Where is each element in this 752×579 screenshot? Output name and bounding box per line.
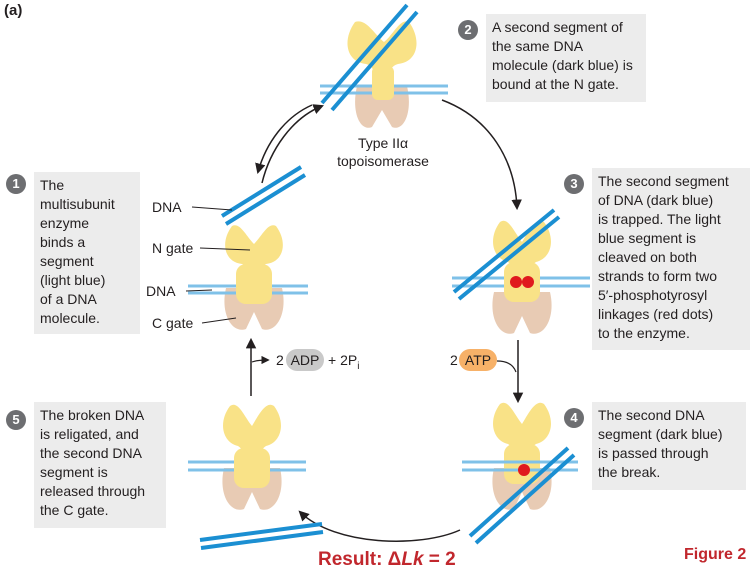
step-1-description: The multisubunit enzyme binds a segment … — [34, 172, 140, 334]
n-gate-label-leader — [199, 247, 251, 251]
step-1-line: segment — [40, 253, 94, 269]
adp-pill: ADP — [286, 349, 324, 371]
dark-blue-dna — [224, 173, 307, 226]
step-3-line: strands to form two — [598, 268, 718, 284]
dna2-label-leader — [185, 289, 213, 292]
step-3-line: The second segment — [598, 173, 729, 189]
enzyme-name-line-1: Type IIα — [357, 135, 409, 151]
enzyme-name-line-2: topoisomerase — [337, 153, 429, 169]
n-gate-label: N gate — [152, 240, 194, 256]
step-1-line: binds a — [40, 234, 86, 250]
phosphotyrosyl-linkage-dot — [522, 276, 534, 288]
step-2-description: A second segment of the same DNA molecul… — [486, 14, 646, 102]
dark-blue-dna — [474, 453, 576, 545]
phosphate-text: + 2P — [328, 352, 358, 368]
step-number-1: 1 — [6, 174, 26, 194]
result-value: = 2 — [423, 549, 456, 570]
adp-branch-arrow — [251, 355, 270, 365]
enzyme-core-subunit — [372, 66, 394, 100]
dna-label-leader — [191, 206, 233, 211]
step-5-line: segment is — [40, 464, 108, 480]
adp-count: 2 — [276, 352, 284, 368]
enzyme-core-subunit — [234, 448, 270, 488]
c-gate-label: C gate — [152, 315, 194, 331]
step-3-line: to the enzyme. — [598, 325, 690, 341]
dark-blue-dna — [330, 10, 419, 112]
enzyme-core-subunit — [504, 444, 540, 484]
arrow-step2-to-step1 — [255, 104, 313, 175]
step-5-line: released through — [40, 483, 146, 499]
phosphotyrosyl-linkage-dot — [510, 276, 522, 288]
step-1-line: enzyme — [40, 215, 90, 231]
step-3-line: linkages (red dots) — [598, 306, 714, 322]
result-lk: Lk — [401, 549, 424, 570]
step-5-description: The broken DNA is religated, and the sec… — [34, 402, 166, 528]
dna-label: DNA — [152, 199, 182, 215]
n-gate-subunit — [223, 404, 281, 466]
step-number-2: 2 — [458, 20, 478, 40]
enzyme-step3 — [452, 208, 590, 334]
step-number-5: 5 — [6, 410, 26, 430]
atp-pill: ATP — [459, 349, 497, 371]
c-gate-subunit — [355, 86, 409, 128]
enzyme-step2 — [320, 3, 448, 128]
dark-blue-dna — [220, 165, 303, 218]
step-5-line: The broken DNA — [40, 407, 145, 423]
panel-label: (a) — [4, 2, 23, 19]
step-4-line: segment (dark blue) — [598, 426, 723, 442]
dna-label-2: DNA — [146, 283, 176, 299]
arrow-step4-to-step5 — [298, 510, 461, 542]
step-2-line: A second segment of — [492, 19, 623, 35]
step-1-line: molecule. — [40, 310, 100, 326]
step-2-line: the same DNA — [492, 38, 584, 54]
phosphate-subscript: i — [357, 360, 360, 372]
step-3-line: blue segment is — [598, 230, 697, 246]
step-1-line: (light blue) — [40, 272, 106, 288]
step-number-3: 3 — [564, 174, 584, 194]
step-1-line: The — [40, 177, 65, 193]
c-gate-label-leader — [201, 317, 237, 324]
figure-label: Figure 2 — [684, 546, 747, 563]
dark-blue-dna — [320, 3, 409, 105]
step-4-line: is passed through — [598, 445, 709, 461]
step-4-description: The second DNA segment (dark blue) is pa… — [592, 402, 746, 490]
c-gate-subunit — [492, 292, 552, 334]
atp-count: 2 — [450, 352, 458, 368]
step-3-line: is trapped. The light — [598, 211, 721, 227]
enzyme-core-subunit — [236, 264, 272, 304]
result-label: Result: ΔLk = 2 — [318, 549, 456, 571]
step-4-line: The second DNA — [598, 407, 705, 423]
enzyme-step4 — [462, 402, 578, 545]
step-number-4: 4 — [564, 408, 584, 428]
step-5-line: is religated, and — [40, 426, 139, 442]
step-3-line: of DNA (dark blue) — [598, 192, 714, 208]
enzyme-step5 — [188, 404, 324, 550]
result-prefix: Result: Δ — [318, 549, 402, 570]
atp-branch-arrow — [496, 360, 517, 373]
step-3-description: The second segment of DNA (dark blue) is… — [592, 168, 750, 350]
step-2-line: molecule (dark blue) is — [492, 57, 633, 73]
step-1-line: multisubunit — [40, 196, 115, 212]
dark-blue-dna — [457, 215, 561, 301]
arrow-step2-to-step3 — [441, 99, 522, 211]
step-4-line: the break. — [598, 464, 661, 480]
dark-blue-dna — [468, 446, 570, 538]
dark-blue-dna — [452, 208, 556, 294]
n-gate-subunit — [225, 225, 283, 282]
step-1-line: of a DNA — [40, 291, 97, 307]
step-3-line: cleaved on both — [598, 249, 697, 265]
step-5-line: the C gate. — [40, 502, 109, 518]
phosphotyrosyl-linkage-dot — [518, 464, 530, 476]
phosphate-product: + 2Pi — [328, 352, 359, 375]
n-gate-subunit — [493, 402, 551, 464]
dark-blue-dna — [199, 522, 323, 542]
step-3-line: 5′-phosphotyrosyl — [598, 287, 708, 303]
step-5-line: the second DNA — [40, 445, 142, 461]
dark-blue-dna — [200, 530, 324, 550]
enzyme-step1 — [185, 165, 308, 330]
step-2-line: bound at the N gate. — [492, 76, 619, 92]
